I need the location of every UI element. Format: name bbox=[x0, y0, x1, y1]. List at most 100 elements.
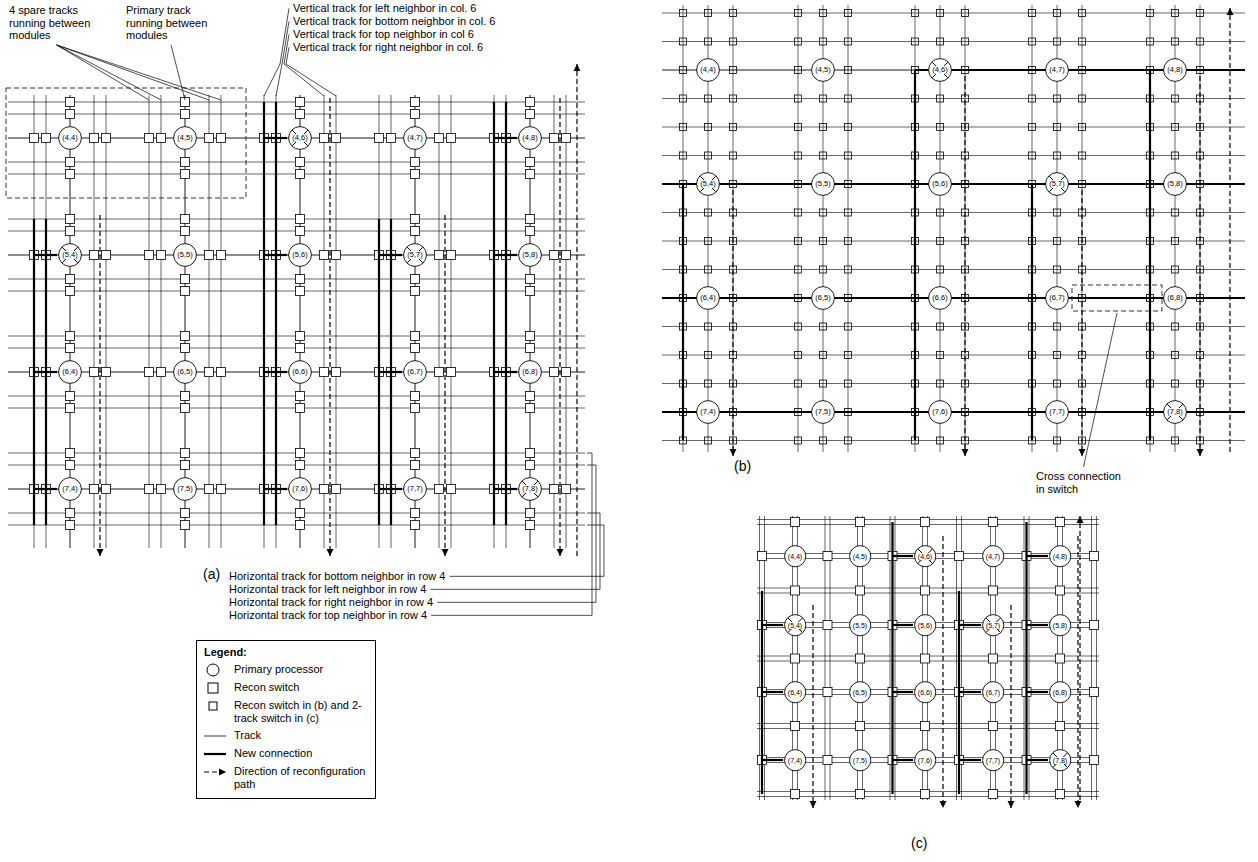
spare-track bbox=[221, 95, 222, 548]
primary-processor: (6,7) bbox=[982, 681, 1004, 703]
recon-switch bbox=[181, 287, 190, 296]
legend-item: New connection bbox=[204, 747, 368, 761]
primary-processor: (4,7) bbox=[403, 126, 427, 150]
recon-switch bbox=[181, 215, 190, 224]
recon-switch bbox=[102, 368, 111, 377]
recon-switch bbox=[705, 38, 712, 45]
recon-switch bbox=[411, 404, 420, 413]
recon-switch bbox=[411, 98, 420, 107]
spare-track bbox=[336, 95, 337, 548]
recon-switch bbox=[296, 461, 305, 470]
track bbox=[662, 155, 1245, 156]
legend-sample bbox=[204, 729, 228, 743]
recon-switch bbox=[791, 722, 800, 731]
new-connection bbox=[379, 488, 402, 490]
recon-switch bbox=[1054, 380, 1061, 387]
annotation: Vertical track for bottom neighbor in co… bbox=[292, 15, 496, 28]
recon-switch bbox=[66, 227, 75, 236]
recon-switch bbox=[550, 134, 559, 143]
processor-outline bbox=[289, 127, 312, 150]
primary-processor: (4,5) bbox=[173, 126, 197, 150]
recon-switch bbox=[66, 404, 75, 413]
processor-label: (7,8) bbox=[521, 485, 538, 493]
processor-outline bbox=[697, 287, 720, 310]
processor-label: (4,7) bbox=[406, 134, 423, 142]
recon-switch bbox=[705, 266, 712, 273]
recon-switch bbox=[820, 124, 827, 131]
track bbox=[662, 13, 1245, 14]
spare-track bbox=[209, 95, 210, 548]
recon-switch bbox=[795, 380, 802, 387]
processor-label: (4,4) bbox=[699, 66, 716, 74]
legend-item: Direction of reconfiguration path bbox=[204, 765, 368, 791]
recon-switch bbox=[845, 238, 852, 245]
recon-switch bbox=[705, 323, 712, 330]
leader-line bbox=[286, 47, 336, 96]
recon-switch bbox=[820, 238, 827, 245]
recon-switch bbox=[823, 552, 832, 561]
recon-switch bbox=[145, 485, 154, 494]
processor-outline bbox=[914, 614, 935, 635]
processor-label: (7,4) bbox=[787, 757, 803, 764]
spare-track bbox=[94, 95, 95, 548]
recon-switch bbox=[791, 518, 800, 527]
recon-switch bbox=[411, 227, 420, 236]
recon-switch bbox=[845, 38, 852, 45]
recon-switch bbox=[730, 10, 737, 17]
processor-outline bbox=[289, 244, 312, 267]
processor-label: (5,5) bbox=[176, 251, 193, 259]
new-connection bbox=[264, 254, 287, 256]
primary-processor: (4,6) bbox=[288, 126, 312, 150]
recon-switch bbox=[1172, 124, 1179, 131]
recon-switch bbox=[921, 586, 930, 595]
primary-processor: (5,6) bbox=[288, 243, 312, 267]
recon-switch bbox=[795, 352, 802, 359]
recon-switch bbox=[1147, 10, 1154, 17]
recon-switch bbox=[157, 134, 166, 143]
new-connection bbox=[893, 691, 914, 693]
recon-switch bbox=[1056, 654, 1065, 663]
recon-switch bbox=[1056, 722, 1065, 731]
recon-switch bbox=[296, 509, 305, 518]
recon-switch bbox=[937, 95, 944, 102]
recon-switch bbox=[820, 95, 827, 102]
processor-outline bbox=[289, 361, 312, 384]
recon-switch bbox=[791, 790, 800, 799]
recon-switch bbox=[1172, 437, 1179, 444]
new-connection bbox=[494, 488, 517, 490]
recon-switch bbox=[526, 332, 535, 341]
recon-switch bbox=[332, 368, 341, 377]
spare-track bbox=[149, 95, 150, 548]
spare-track bbox=[566, 95, 567, 548]
recon-switch bbox=[1172, 380, 1179, 387]
recon-switch bbox=[66, 449, 75, 458]
recon-switch bbox=[320, 485, 329, 494]
new-connection bbox=[762, 691, 783, 693]
leader-line bbox=[431, 453, 592, 615]
new-connection bbox=[505, 102, 507, 525]
processor-label: (5,4) bbox=[61, 251, 78, 259]
primary-processor: (7,4) bbox=[696, 400, 720, 424]
new-connection bbox=[1027, 691, 1049, 693]
recon-switch bbox=[550, 251, 559, 260]
processor-outline bbox=[812, 173, 835, 196]
recon-switch bbox=[1090, 756, 1099, 765]
reconfiguration-arrow bbox=[1199, 76, 1200, 456]
recon-switch bbox=[66, 158, 75, 167]
recon-switch bbox=[411, 287, 420, 296]
recon-switch bbox=[90, 485, 99, 494]
recon-switch bbox=[526, 275, 535, 284]
recon-switch bbox=[845, 266, 852, 273]
processor-outline bbox=[1049, 545, 1070, 566]
primary-processor: (5,4) bbox=[784, 614, 806, 636]
new-connection bbox=[494, 371, 517, 373]
annotation: Horizontal track for left neighbor in ro… bbox=[228, 583, 427, 596]
primary-processor: (5,6) bbox=[914, 614, 936, 636]
processor-label: (6,7) bbox=[1048, 294, 1065, 302]
primary-processor: (4,4) bbox=[58, 126, 82, 150]
processor-outline bbox=[404, 127, 427, 150]
recon-switch bbox=[680, 95, 687, 102]
recon-switch bbox=[795, 152, 802, 159]
recon-switch bbox=[823, 688, 832, 697]
processor-outline bbox=[1164, 59, 1187, 82]
